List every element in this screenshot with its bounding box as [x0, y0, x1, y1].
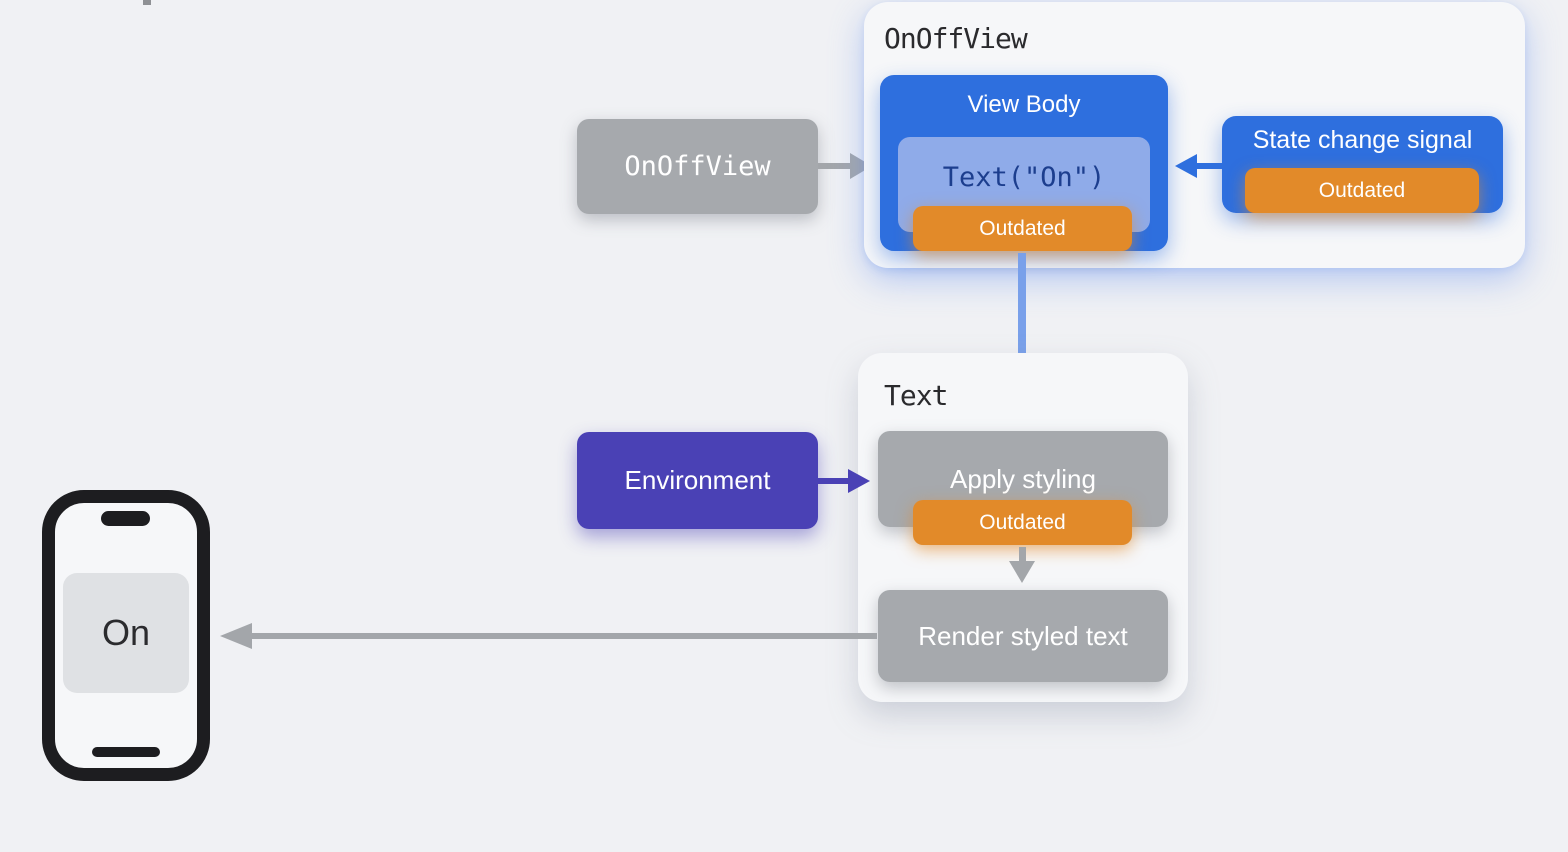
view-body-label: View Body	[967, 91, 1081, 118]
view-instance-box: OnOffView	[577, 119, 818, 214]
state-signal-outdated-badge: Outdated	[1245, 168, 1479, 213]
arrow-apply-to-render-line	[1019, 547, 1026, 563]
phone-notch	[101, 511, 150, 526]
arrow-state-to-viewbody-head	[1175, 154, 1197, 178]
apply-styling-label: Apply styling	[950, 463, 1096, 494]
environment-label: Environment	[624, 465, 771, 495]
render-styled-text-box: Render styled text	[878, 590, 1168, 682]
arrow-environment-to-apply-line	[818, 478, 848, 484]
view-body-code-text: Text("On")	[942, 162, 1106, 193]
onoffview-panel-title: OnOffView	[884, 22, 1028, 55]
onoffview-panel: OnOffView View Body Text("On") Outdated …	[864, 2, 1525, 268]
state-change-signal-label: State change signal	[1252, 126, 1473, 154]
apply-styling-outdated-badge: Outdated	[913, 500, 1132, 545]
phone-screen-text: On	[101, 612, 151, 653]
render-styled-text-label: Render styled text	[918, 620, 1128, 651]
view-instance-label: OnOffView	[624, 151, 771, 182]
arrow-render-to-phone-head	[220, 623, 252, 649]
top-edge-artifact	[143, 0, 151, 5]
state-change-signal-box: State change signal Outdated	[1222, 116, 1503, 213]
text-panel: Text Apply styling Outdated Render style…	[858, 353, 1188, 702]
view-body-outdated-badge: Outdated	[913, 206, 1132, 251]
arrow-apply-to-render-head	[1009, 561, 1035, 583]
arrow-state-to-viewbody-line	[1197, 163, 1223, 169]
environment-box: Environment	[577, 432, 818, 529]
arrow-render-to-phone-line	[250, 633, 877, 639]
phone-home-indicator	[92, 747, 160, 757]
arrow-viewbody-to-apply-line	[1018, 253, 1026, 401]
text-panel-title: Text	[884, 379, 948, 412]
apply-styling-box: Apply styling Outdated	[878, 431, 1168, 545]
arrow-source-to-panel-line	[818, 163, 850, 169]
arrow-environment-to-apply-head	[848, 469, 870, 493]
phone-mockup: On	[42, 490, 210, 781]
phone-screen-box: On	[63, 573, 189, 693]
view-body-box: View Body Text("On") Outdated	[880, 75, 1168, 251]
